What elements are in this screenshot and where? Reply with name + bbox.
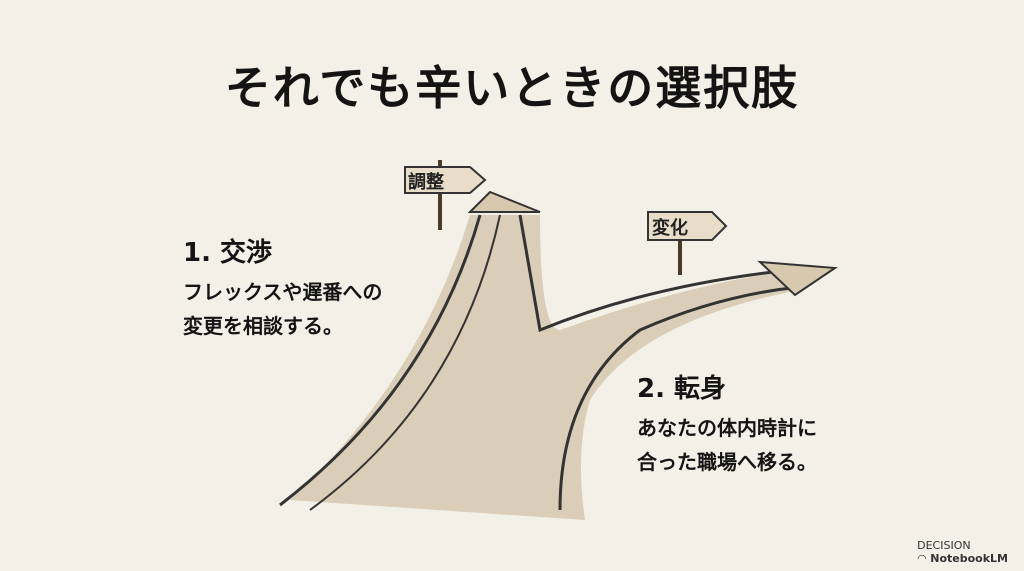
option-text: 合った職場へ移る。 bbox=[637, 450, 817, 474]
slide-title: それでも辛いときの選択肢 bbox=[224, 61, 800, 115]
notebooklm-logo-icon: ◠ bbox=[917, 552, 931, 565]
option-text: フレックスや遅番への bbox=[183, 280, 383, 304]
option-heading: 1. 交渉 bbox=[183, 238, 273, 268]
svg-text:変化: 変化 bbox=[652, 217, 688, 239]
option-text: あなたの体内時計に bbox=[637, 416, 817, 440]
option-negotiate: 1. 交渉 フレックスや遅番への 変更を相談する。 bbox=[183, 232, 382, 343]
option-text: 変更を相談する。 bbox=[183, 314, 343, 338]
option-heading: 2. 転身 bbox=[637, 374, 727, 404]
sign-change: 変化 bbox=[647, 211, 728, 275]
option-career-change: 2. 転身 あなたの体内時計に 合った職場へ移る。 bbox=[637, 368, 817, 479]
svg-text:調整: 調整 bbox=[408, 171, 444, 193]
footer: DECISION ◠ NotebookLM bbox=[917, 539, 1008, 565]
brand-name: NotebookLM bbox=[930, 552, 1008, 565]
sign-adjust: 調整 bbox=[404, 160, 487, 230]
footer-label: DECISION bbox=[917, 539, 971, 552]
